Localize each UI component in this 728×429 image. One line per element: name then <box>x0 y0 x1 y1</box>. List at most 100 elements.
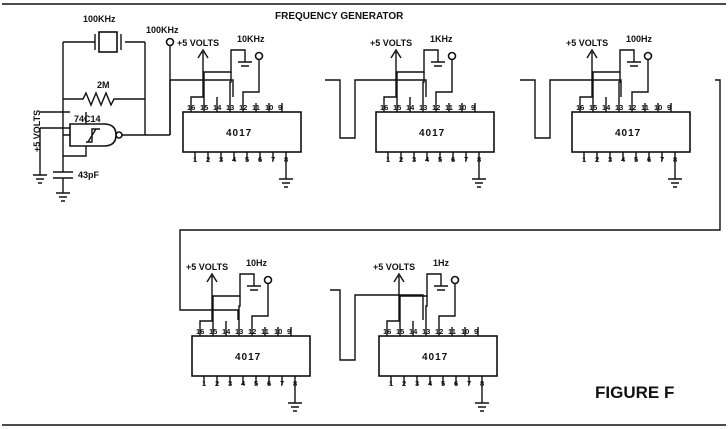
output-test-point <box>450 275 460 285</box>
pin-number: 14 <box>406 103 415 112</box>
pin-number: 15 <box>200 103 208 112</box>
pin-number: 1 <box>582 155 586 164</box>
crystal-frequency-label: 100KHz <box>83 14 116 24</box>
pin-number: 7 <box>660 155 664 164</box>
supply-arrow <box>190 48 209 103</box>
pin-number: 12 <box>432 103 440 112</box>
pin-number: 8 <box>477 155 481 164</box>
capacitor <box>53 165 73 193</box>
pin-number: 14 <box>602 103 611 112</box>
ground-symbol <box>668 161 682 188</box>
pin-number: 4 <box>621 155 626 164</box>
pin-number: 7 <box>467 379 471 388</box>
pin-number: 13 <box>422 327 430 336</box>
chip-body <box>375 111 495 153</box>
pin-number: 9 <box>474 327 478 336</box>
ground-symbol <box>33 128 47 184</box>
oscillator-section: 100KHz 100KHz 2M 74C14 43pF +5 VOLTS <box>32 14 179 202</box>
output-frequency-label: 10KHz <box>237 34 265 44</box>
pin-number: 9 <box>667 103 671 112</box>
output-wire <box>251 284 269 327</box>
resistor-label: 2M <box>97 80 110 90</box>
output-test-point <box>254 51 264 61</box>
pin-number: 8 <box>673 155 677 164</box>
pin-number: 10 <box>274 327 282 336</box>
schmitt-inverter-gate <box>40 111 170 165</box>
pin-number: 13 <box>226 103 234 112</box>
ground-symbol <box>279 161 293 188</box>
pin-number: 11 <box>445 103 453 112</box>
chip-body <box>378 335 498 377</box>
supply-label: +5 VOLTS <box>373 262 415 272</box>
enable-wire <box>425 296 428 327</box>
pin-number: 2 <box>399 155 403 164</box>
output-test-point <box>263 275 273 285</box>
pin-number: 13 <box>235 327 243 336</box>
pin-number: 10 <box>461 327 469 336</box>
pin-number: 6 <box>451 155 455 164</box>
pin-number: 13 <box>615 103 623 112</box>
pin-number: 4 <box>428 379 433 388</box>
pin-number: 9 <box>278 103 282 112</box>
supply-label: +5 VOLTS <box>186 262 228 272</box>
pin-number: 14 <box>213 103 222 112</box>
supply-label: +5 VOLTS <box>370 38 412 48</box>
chip-body <box>191 335 311 377</box>
pin-number: 3 <box>219 155 223 164</box>
pin-number: 5 <box>634 155 638 164</box>
output-frequency-label: 100Hz <box>626 34 653 44</box>
chip-label: 4017 <box>422 352 448 363</box>
supply-arrow <box>579 48 598 103</box>
chip-body <box>571 111 691 153</box>
pin-number: 1 <box>193 155 197 164</box>
pin-number: 2 <box>206 155 210 164</box>
pin-number: 4 <box>241 379 246 388</box>
pin-number: 11 <box>252 103 260 112</box>
pin-number: 14 <box>222 327 231 336</box>
pin-number: 3 <box>228 379 232 388</box>
pin-number: 6 <box>258 155 262 164</box>
pin-number: 8 <box>480 379 484 388</box>
pin-number: 12 <box>435 327 443 336</box>
pin-number: 15 <box>396 327 404 336</box>
pin-number: 6 <box>647 155 651 164</box>
pin-number: 3 <box>415 379 419 388</box>
figure-label: FIGURE F <box>595 383 674 402</box>
pin-number: 9 <box>471 103 475 112</box>
pin-number: 7 <box>271 155 275 164</box>
oscillator-output-label: 100KHz <box>146 25 179 35</box>
pin-number: 14 <box>409 327 418 336</box>
ground-symbol <box>475 385 489 412</box>
pin-number: 11 <box>448 327 456 336</box>
pin-number: 11 <box>261 327 269 336</box>
pin-number: 15 <box>209 327 217 336</box>
supply-label: +5 VOLTS <box>177 38 219 48</box>
pin-number: 13 <box>419 103 427 112</box>
supply-arrow <box>386 272 405 327</box>
pin-number: 8 <box>284 155 288 164</box>
enable-wire <box>422 72 425 103</box>
enable-wire <box>618 72 621 103</box>
pin-number: 11 <box>641 103 649 112</box>
pin-number: 12 <box>628 103 636 112</box>
pin-number: 6 <box>267 379 271 388</box>
resistor <box>63 91 145 107</box>
chip-label: 4017 <box>419 128 445 139</box>
pin-number: 16 <box>380 103 388 112</box>
feedback-wire <box>203 49 252 103</box>
pin-number: 1 <box>389 379 393 388</box>
supply-label: +5 VOLTS <box>566 38 608 48</box>
pin-number: 12 <box>239 103 247 112</box>
pin-number: 10 <box>458 103 466 112</box>
pin-number: 5 <box>441 379 445 388</box>
chip-body <box>182 111 302 153</box>
pin-number: 2 <box>402 379 406 388</box>
pin-number: 12 <box>248 327 256 336</box>
pin-number: 7 <box>464 155 468 164</box>
enable-wire <box>238 296 241 327</box>
output-wire <box>631 60 649 103</box>
enable-wire <box>229 72 232 103</box>
pin-number: 5 <box>254 379 258 388</box>
